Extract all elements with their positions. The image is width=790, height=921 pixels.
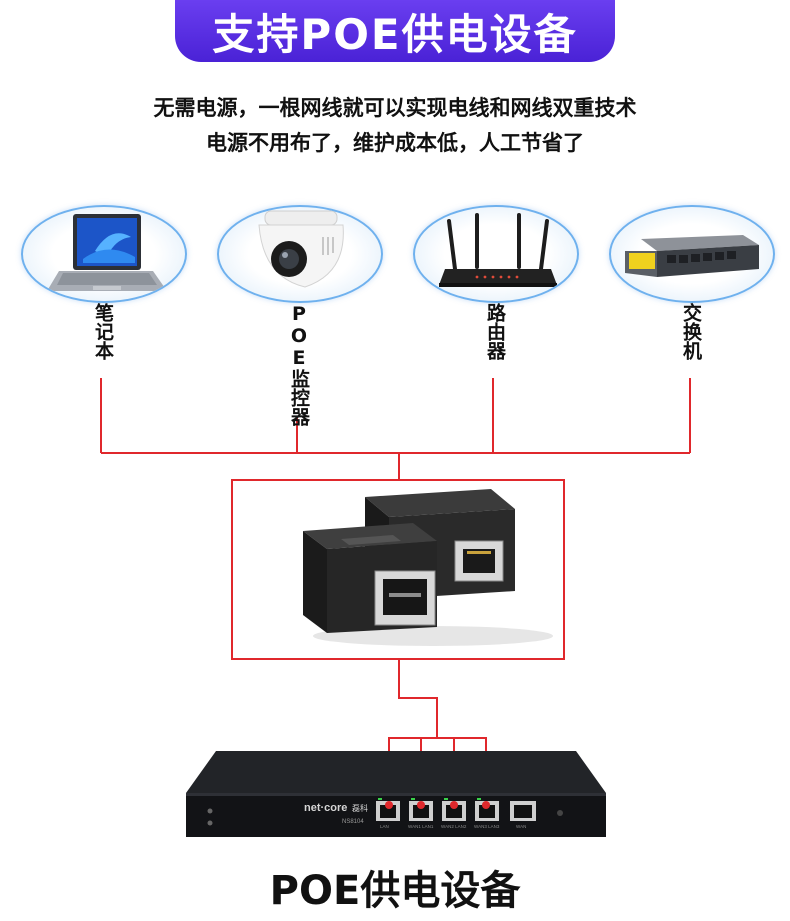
port-label-4: WAN3 LAN3 xyxy=(474,824,500,829)
subtitle-line-1: 无需电源，一根网线就可以实现电线和网线双重技术 xyxy=(153,96,637,120)
footer-title: POE供电设备 xyxy=(269,868,521,914)
port-label-1: LAN xyxy=(380,824,389,829)
poe-switch-device: net·core 磊科 NS8104 LAN WAN1 LAN1 WAN2 LA… xyxy=(186,751,606,837)
coupler-image-box xyxy=(231,479,565,660)
router-device xyxy=(413,205,579,303)
poe-ports xyxy=(376,801,536,821)
switch-device xyxy=(609,205,775,303)
security-camera-icon xyxy=(258,210,344,288)
port-4-marker xyxy=(482,801,490,809)
port-label-3: WAN2 LAN2 xyxy=(441,824,467,829)
header-banner: 支持POE供电设备 xyxy=(175,0,615,62)
subtitle-line-2: 电源不用布了，维护成本低，人工节省了 xyxy=(206,131,584,155)
rj45-coupler-icon xyxy=(303,489,553,646)
label-router: 路由器 xyxy=(484,303,506,360)
model-label: NS8104 xyxy=(342,819,364,825)
label-switch: 交换机 xyxy=(680,303,702,360)
switch-icon xyxy=(625,235,759,277)
port-2-marker xyxy=(417,801,425,809)
laptop-icon xyxy=(47,214,167,291)
port-3-marker xyxy=(450,801,458,809)
port-label-5: WAN xyxy=(516,824,526,829)
router-icon xyxy=(439,213,557,287)
page-title: 支持POE供电设备 xyxy=(212,9,578,59)
port-1-marker xyxy=(385,801,393,809)
camera-device xyxy=(217,205,383,303)
brand-logo: net·core xyxy=(304,802,347,814)
label-laptop: 笔记本 xyxy=(92,303,114,360)
port-label-2: WAN1 LAN1 xyxy=(408,824,434,829)
laptop-device xyxy=(21,205,187,303)
line-to-poe-device xyxy=(398,660,438,738)
label-camera: POE监控器 xyxy=(288,303,310,426)
brand-logo-cn: 磊科 xyxy=(352,803,368,813)
